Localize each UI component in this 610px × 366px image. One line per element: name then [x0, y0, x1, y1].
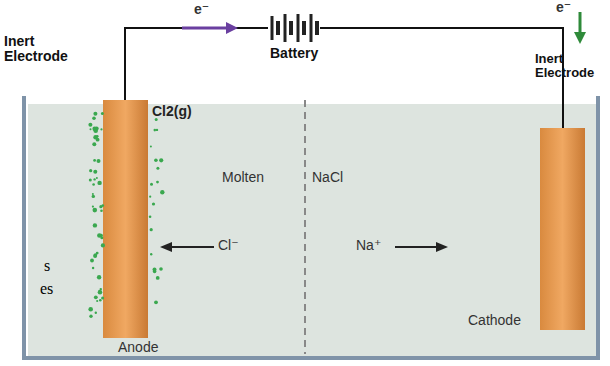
battery-label: Battery: [270, 46, 318, 61]
cathode-electrode: [540, 128, 585, 330]
electrode-label: Inert Electrode: [4, 34, 82, 63]
chlorine-bubbles: [88, 112, 164, 318]
fragment-text: s: [44, 258, 50, 275]
electron-label: e⁻: [556, 0, 571, 15]
beaker: [24, 96, 598, 358]
fragment-text: es: [40, 281, 53, 298]
gas-label: Cl2(g): [152, 104, 192, 119]
electrode-label: Inert Electrode: [535, 52, 605, 79]
electrode-name: Anode: [118, 340, 158, 355]
electron-arrow: [182, 22, 238, 34]
battery-symbol: [268, 14, 320, 42]
wire: [125, 28, 563, 130]
ion-label: Cl⁻: [218, 238, 239, 253]
ion-arrow: [160, 242, 214, 252]
region-label: NaCl: [312, 170, 343, 185]
ion-label: Na⁺: [356, 238, 381, 253]
divider-line: [304, 100, 306, 354]
electrode-name: Cathode: [468, 313, 521, 328]
ion-arrow: [395, 242, 448, 252]
electron-label: e⁻: [194, 2, 209, 17]
region-label: Molten: [222, 170, 264, 185]
anode-electrode: [103, 100, 148, 338]
electron-arrow: [574, 12, 586, 44]
